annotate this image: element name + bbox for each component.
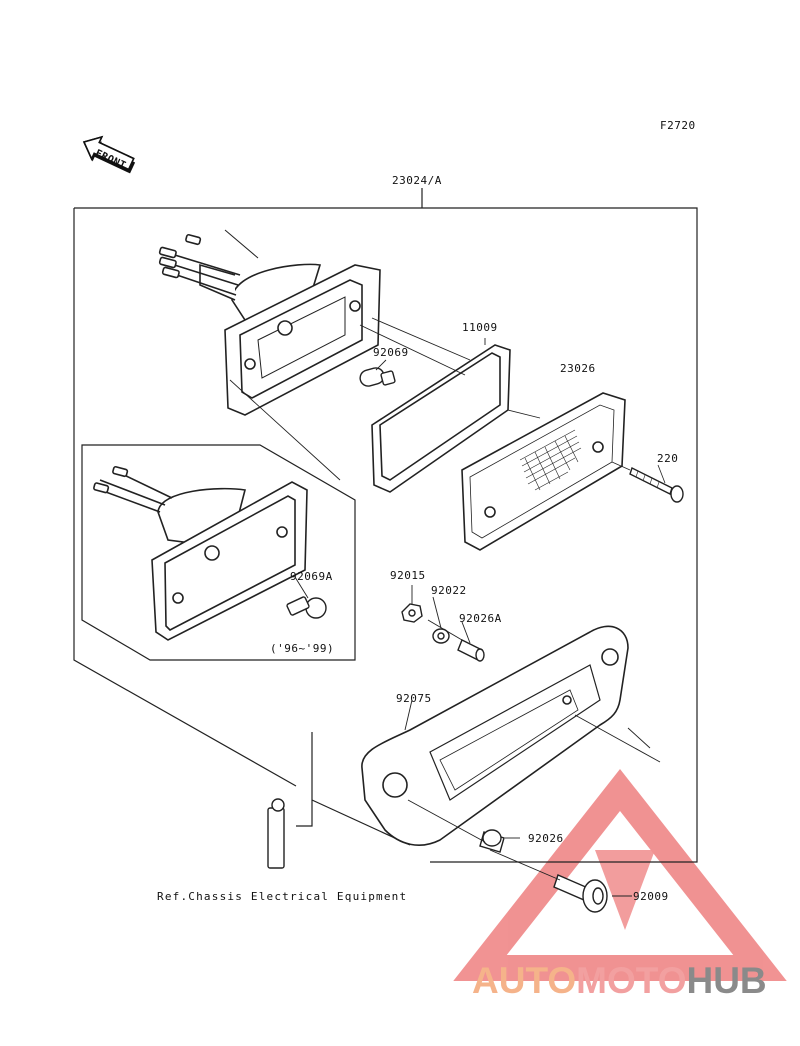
label-washer: 92022 (431, 584, 467, 597)
lens-23026 (461, 392, 626, 551)
figure-code: F2720 (660, 119, 696, 132)
watermark-triangle-icon (453, 768, 787, 981)
screw-220-icon (611, 461, 684, 503)
connector-icon (267, 798, 285, 869)
inset-frame (81, 444, 356, 661)
label-lens: 23026 (560, 362, 596, 375)
front-arrow-icon (82, 135, 136, 174)
label-nut: 92015 (390, 569, 426, 582)
label-inset-bulb: 92069A (290, 570, 333, 583)
bolt-92009-icon (553, 874, 608, 913)
label-screw: 220 (657, 452, 679, 465)
watermark-text: AUTOMOTOHUB (472, 960, 792, 1004)
leader-lines (229, 317, 661, 897)
label-gasket: 11009 (462, 321, 498, 334)
bulb-92069a-icon (286, 596, 327, 619)
collar-92026a-icon (457, 639, 485, 662)
lamp-housing (158, 229, 381, 416)
washer-92022-icon (432, 628, 450, 644)
label-bolt: 92009 (633, 890, 669, 903)
watermark-part2: MOTO (576, 960, 687, 1001)
inset-lamp-housing (93, 465, 308, 641)
watermark-part1: AUTO (472, 960, 577, 1001)
label-bulb: 92069 (373, 346, 409, 359)
label-collar-a: 92026A (459, 612, 502, 625)
watermark-part3: HUB (686, 960, 767, 1001)
label-assembly: 23024/A (392, 174, 442, 187)
reference-note: Ref.Chassis Electrical Equipment (157, 890, 408, 903)
collar-92026-icon (479, 829, 505, 853)
bulb-92069-icon (359, 367, 396, 387)
bracket-92075 (361, 625, 629, 846)
label-collar: 92026 (528, 832, 564, 845)
nut-92015-icon (401, 603, 423, 623)
label-inset-years: ('96~'99) (270, 642, 335, 655)
label-bracket: 92075 (396, 692, 432, 705)
